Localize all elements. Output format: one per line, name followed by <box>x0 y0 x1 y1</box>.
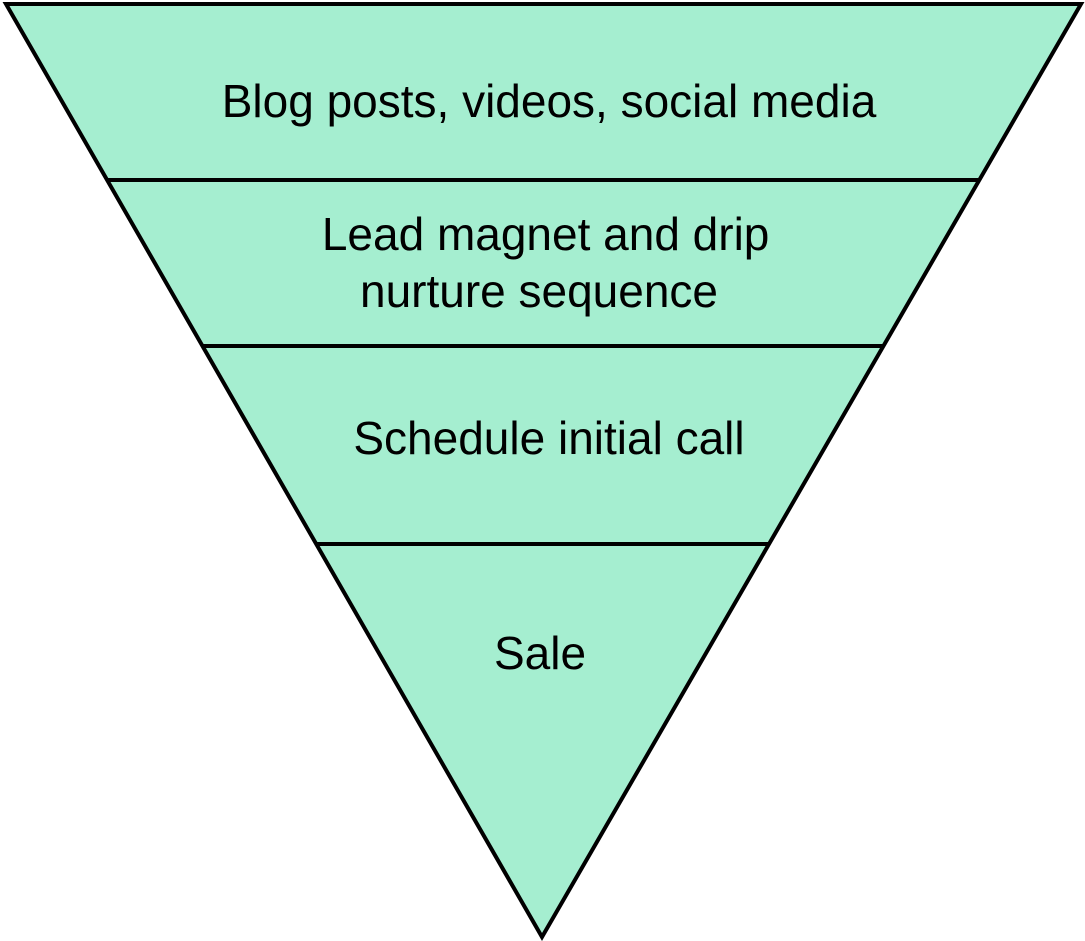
stage-sale-line-1: Sale <box>494 627 586 679</box>
stage-sale-label: Sale <box>494 627 586 679</box>
stage-call-line-1: Schedule initial call <box>353 412 744 464</box>
stage-lead-magnet-line-1: Lead magnet and drip <box>322 208 770 260</box>
stage-lead-magnet-label: Lead magnet and drip nurture sequence <box>322 208 782 317</box>
stage-call-label: Schedule initial call <box>353 412 744 464</box>
stage-blog-label: Blog posts, videos, social media <box>222 75 877 127</box>
stage-lead-magnet-line-2: nurture sequence <box>360 265 718 317</box>
stage-blog-line-1: Blog posts, videos, social media <box>222 75 877 127</box>
